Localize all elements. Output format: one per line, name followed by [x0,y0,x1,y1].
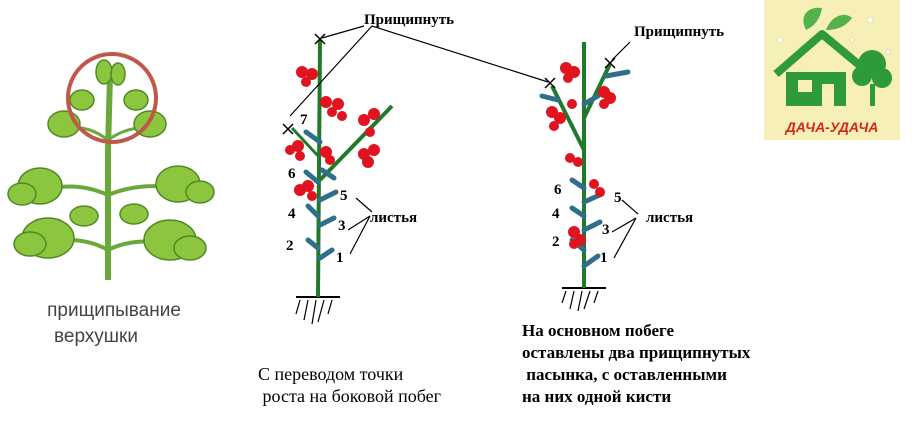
right-number-3: 3 [602,222,610,238]
pinch-highlight-circle [66,52,158,144]
middle-number-5: 5 [340,188,348,204]
middle-number-2: 2 [286,238,294,254]
right-plant [539,41,639,312]
right-number-4: 4 [552,206,560,222]
logo-text: ДАЧА-УДАЧА [785,119,879,135]
middle-caption-line2: роста на боковой побег [258,386,441,406]
middle-number-3: 3 [338,218,346,234]
right-number-1: 1 [600,250,608,266]
middle-caption-line1: С переводом точки [258,364,404,384]
right-pinch-label: Прищипнуть [634,24,724,40]
left-caption-line2: верхушки [54,326,138,347]
middle-leaf-numbers: 1 2 3 4 5 6 7 [286,112,348,266]
right-caption-line3: пасынка, с оставленными [522,365,727,384]
middle-leaves-label: листья [370,210,417,226]
middle-pinch-label: Прищипнуть [364,12,454,28]
left-caption-line1: прищипывание [47,300,181,321]
middle-number-7: 7 [300,112,308,128]
right-caption-line1: На основном побеге [522,321,674,340]
right-leaf-numbers: 1 2 3 4 5 6 [552,182,622,266]
right-number-5: 5 [614,190,622,206]
middle-plant [282,25,549,325]
right-number-6: 6 [554,182,562,198]
middle-number-6: 6 [288,166,296,182]
right-leaves-label: листья [646,210,693,226]
right-number-2: 2 [552,234,560,250]
middle-number-1: 1 [336,250,344,266]
middle-number-4: 4 [288,206,296,222]
logo: ДАЧА-УДАЧА [764,0,900,140]
right-caption-line2: оставлены два прищипнутых [522,343,751,362]
left-plant-illustration [0,0,232,360]
right-caption-line4: на них одной кисти [522,387,671,406]
